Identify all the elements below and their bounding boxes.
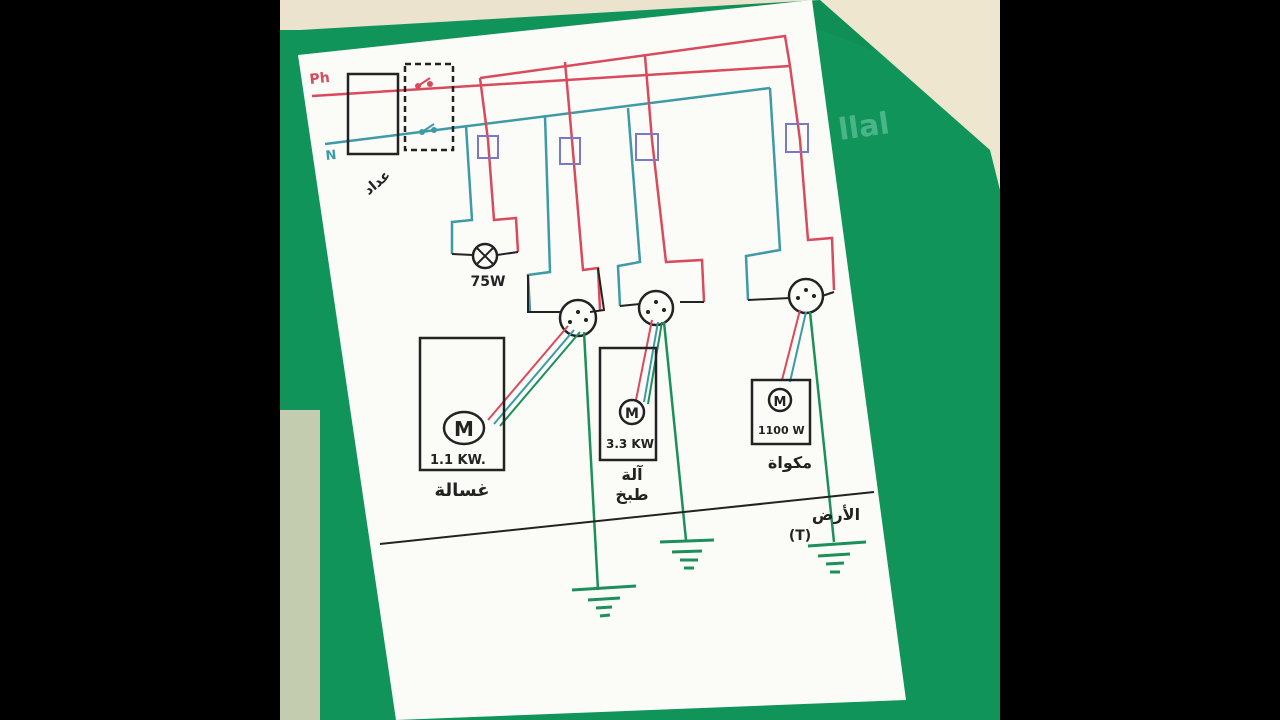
earth-code-label: (T)	[789, 528, 811, 544]
background-surface	[820, 0, 1000, 190]
washer-cord-neutral	[493, 329, 575, 425]
iron-earth-wire	[808, 311, 836, 543]
wiring-diagram: M 1.1 KW. غسالة M 3.3 KW آلة طبخ	[309, 34, 875, 618]
phase-bus	[311, 64, 791, 98]
cooker-ground-symbol-icon	[659, 538, 715, 570]
cooker-name-line2: طبخ	[615, 485, 648, 504]
breaker-icon	[415, 77, 437, 135]
iron-motor-icon: M	[767, 387, 793, 413]
lamp-phase-wire	[478, 77, 520, 253]
iron-neutral-wire	[744, 87, 782, 301]
ruler	[280, 410, 320, 720]
washer-cord-phase	[487, 325, 569, 421]
lamp-neutral-wire	[450, 125, 474, 254]
cooker-motor-letter: M	[625, 406, 639, 422]
iron-name-label: مكواة	[768, 453, 812, 472]
lamp-power-label: 75W	[471, 274, 506, 290]
washer-phase-wire	[563, 61, 602, 311]
lamp-icon	[451, 242, 519, 270]
background-surface-top	[280, 0, 820, 30]
phase-bus-upper	[479, 34, 792, 80]
cooker-box	[598, 346, 658, 462]
lamp-breaker	[477, 135, 499, 159]
iron-ground-symbol-icon	[807, 540, 867, 574]
paper-sheet	[298, 0, 906, 720]
washer-earth-wire	[582, 331, 600, 591]
earth-label: الأرض	[812, 505, 860, 524]
phase-label: Ph	[309, 70, 331, 88]
iron-box	[750, 378, 812, 446]
cooker-motor-icon: M	[618, 398, 646, 426]
cooker-name-line1: آلة	[621, 464, 643, 484]
washer-power-label: 1.1 KW.	[430, 453, 486, 468]
folder-shade	[280, 0, 1000, 60]
washer-cord-earth	[499, 331, 581, 427]
meter-box	[346, 72, 400, 156]
washer-motor-icon: M	[442, 410, 486, 446]
cooker-breaker	[635, 133, 659, 161]
washer-socket-icon	[558, 298, 598, 338]
washer-motor-letter: M	[454, 417, 474, 441]
cooker-phase-wire	[643, 55, 706, 303]
washer-box	[418, 336, 506, 472]
iron-breaker	[785, 123, 809, 153]
washer-name-label: غسالة	[434, 480, 489, 501]
cooker-power-label: 3.3 KW	[606, 437, 654, 451]
washer-ground-symbol-icon	[571, 584, 637, 618]
iron-power-label: 1100 W	[758, 424, 805, 437]
earth-reference-line	[379, 491, 875, 545]
cooker-socket-icon	[637, 289, 675, 327]
iron-phase-wire	[788, 65, 836, 291]
neutral-label: N	[325, 148, 337, 164]
cooker-neutral-wire	[616, 107, 642, 307]
cooker-earth-wire	[662, 321, 688, 541]
iron-motor-letter: M	[774, 395, 787, 410]
main-breaker-box	[403, 62, 455, 152]
washer-breaker	[559, 137, 581, 165]
folder-brand: llal	[836, 106, 891, 148]
